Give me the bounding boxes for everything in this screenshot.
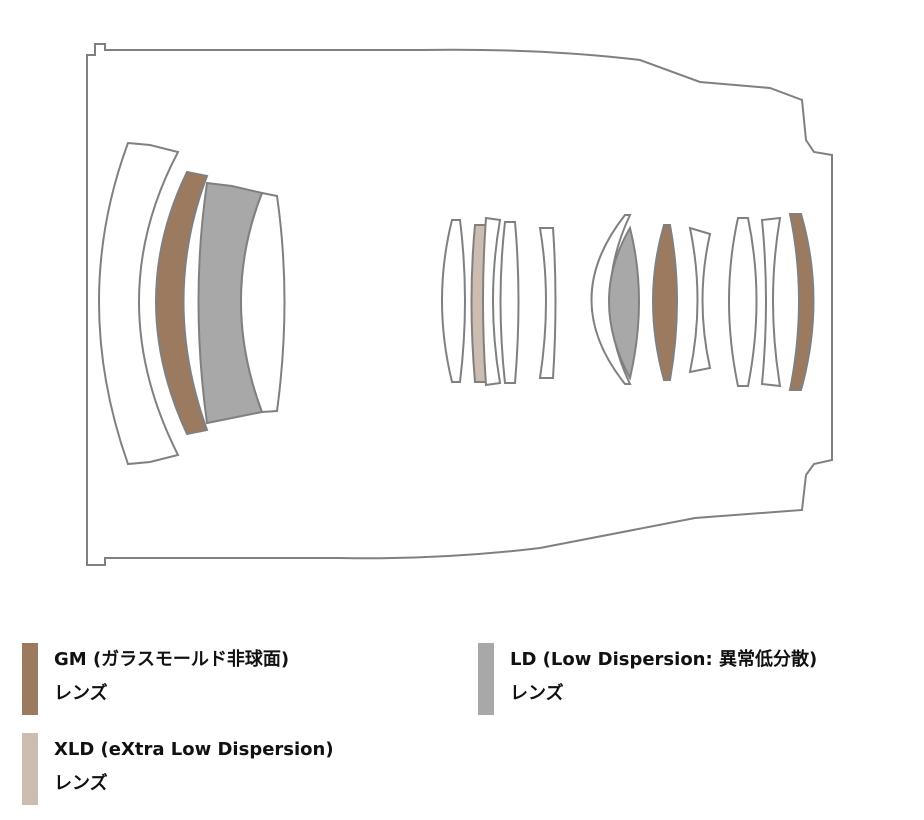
lens-cross-section-diagram [86, 43, 833, 566]
legend-item-gm: GM (ガラスモールド非球面) レンズ [22, 643, 289, 715]
legend-swatch-ld [478, 643, 494, 715]
legend-swatch-gm [22, 643, 38, 715]
rear-element-3 [688, 226, 712, 374]
middle-element-5 [538, 227, 557, 379]
legend-label-gm: GM (ガラスモールド非球面) [54, 649, 290, 670]
middle-element-4 [499, 221, 520, 384]
front-element-4 [240, 191, 286, 414]
middle-element-3 [482, 216, 502, 387]
legend-sublabel-ld: レンズ [510, 683, 564, 704]
legend-label-ld: LD (Low Dispersion: 異常低分散) [510, 649, 818, 670]
middle-element-1 [441, 219, 466, 383]
ld-lens-rear [608, 225, 640, 381]
rear-element-5 [760, 216, 782, 388]
gm-lens-front [155, 170, 209, 436]
gm-lens-rear [788, 213, 815, 391]
lens-barrel-outline [86, 43, 833, 566]
front-element-1 [98, 141, 180, 466]
gm-lens-middle [652, 224, 678, 381]
legend-sublabel-gm: レンズ [54, 683, 108, 704]
rear-element-4 [728, 217, 758, 387]
legend-sublabel-xld: レンズ [54, 773, 108, 794]
legend-swatch-xld [22, 733, 38, 805]
legend-label-xld: XLD (eXtra Low Dispersion) [54, 739, 334, 760]
legend-item-ld: LD (Low Dispersion: 異常低分散) レンズ [478, 643, 817, 715]
legend-item-xld: XLD (eXtra Low Dispersion) レンズ [22, 733, 334, 805]
